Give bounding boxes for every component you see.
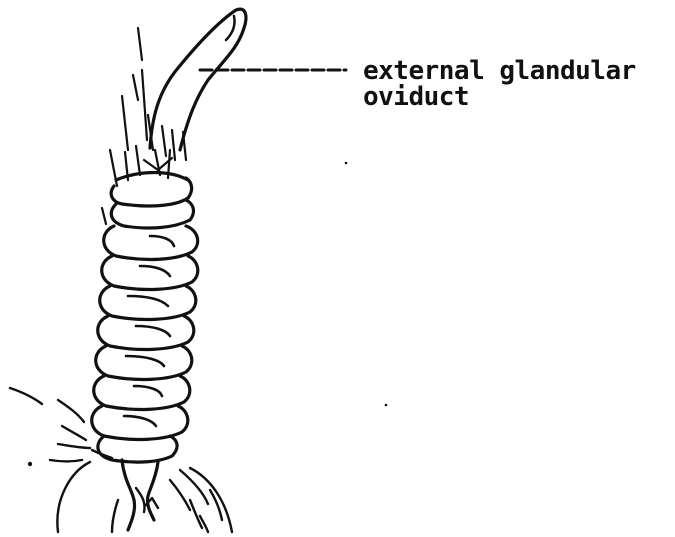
external-glandular-oviduct	[150, 9, 246, 150]
label-external-glandular: external glandular	[363, 58, 636, 84]
neck-fibres	[102, 28, 186, 224]
label-oviduct: oviduct	[363, 84, 469, 110]
coiled-oviduct-body	[92, 173, 198, 531]
